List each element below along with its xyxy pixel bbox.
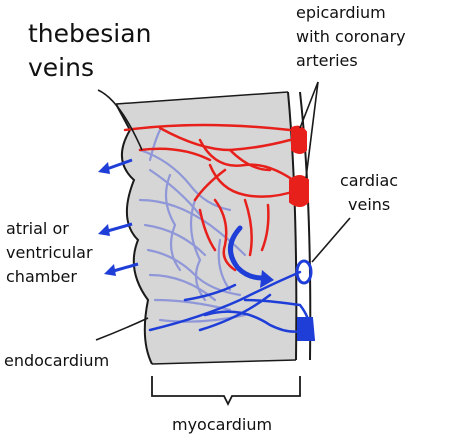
cardiac-veins-label-line2: veins [348,195,390,214]
epicardium-label-line1: epicardium [296,3,386,22]
cardiac-veins-label-line1: cardiac [340,171,398,190]
epicardium-label-line3: arteries [296,51,358,70]
blue-arrow-icon-upper [98,158,133,174]
epicardial-cardiac-vein-upper [295,259,313,285]
pointer-lines [95,81,351,341]
epicardium-label-line2: with coronary [296,27,406,46]
bottom-edge [151,359,297,365]
epicardium-pointer-lower [305,81,319,179]
blue-arrow-icon-lower [104,262,139,276]
endocardium-surface [115,103,153,365]
curved-arrow-icon [228,225,274,288]
epicardium-surface [287,91,298,361]
myocardium-bracket [151,376,301,407]
endocardium-pointer [95,317,149,341]
epicardial-cardiac-vein-lower [297,317,316,341]
epicardial-artery-lower [289,175,309,207]
chamber-label-line2: ventricular [6,243,93,262]
thebesian-label-line2: veins [28,53,94,82]
top-edge [115,91,289,105]
endocardium-label: endocardium [4,351,109,370]
cardiac-pointer [311,217,351,263]
chamber-label-line3: chamber [6,267,77,286]
chamber-label-line1: atrial or [6,219,69,238]
thebesian-label-line1: thebesian [28,19,151,48]
coronary-artery-network [123,123,302,272]
myocardium-label: myocardium [172,415,272,434]
thebesian-pointer [97,89,143,151]
epicardium-pointer-upper [299,81,319,129]
blue-arrow-icon-middle [98,222,133,236]
epicardial-artery-upper [291,125,307,154]
